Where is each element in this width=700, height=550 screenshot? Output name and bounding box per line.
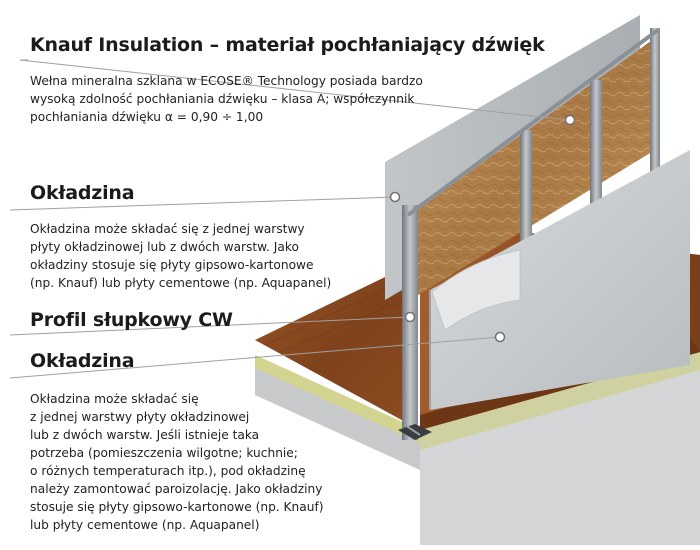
front-board <box>430 150 690 410</box>
cladding-line: lub z dwóch warstw. Jeśli istnieje taka <box>30 428 260 442</box>
wool-line: Wełna mineralna szklana w ECOSE® Technol… <box>30 74 423 88</box>
cladding-line: Okładzina może składać się z jednej wars… <box>30 222 305 236</box>
cw-stud-1 <box>402 205 418 440</box>
wool-heading: Knauf Insulation – materiał pochłaniając… <box>30 34 545 56</box>
cladding-line: należy zamontować paroizolację. Jako okł… <box>30 482 323 496</box>
wool-description: Wełna mineralna szklana w ECOSE® Technol… <box>30 72 423 126</box>
leader-endpoints <box>389 114 576 343</box>
cladding-line: (np. Knauf) lub płyty cementowe (np. Aqu… <box>30 276 332 290</box>
cladding-heading-1: Okładzina <box>30 182 135 204</box>
cladding-line: z jednej warstwy płyty okładzinowej <box>30 410 250 424</box>
floor-slab-front <box>420 360 700 545</box>
cw-stud-3 <box>590 80 602 230</box>
cladding-line: potrzeba (pomieszczenia wilgotne; kuchni… <box>30 446 298 460</box>
screed-layer <box>420 352 700 450</box>
top-track <box>406 28 660 217</box>
vapor-barrier <box>431 249 521 331</box>
cladding-description-2: Okładzina może składać się z jednej wars… <box>30 390 324 534</box>
cladding-heading-2: Okładzina <box>30 350 135 372</box>
cladding-line: lub płyty cementowe (np. Aquapanel) <box>30 518 260 532</box>
wool-line: wysoką zdolność pochłaniania dźwięku – k… <box>30 92 415 106</box>
cladding-line: stosuje się płyty gipsowo-kartonowe (np.… <box>30 500 324 514</box>
cladding-line: okładziny stosuje się płyty gipsowo-kart… <box>30 258 314 272</box>
cladding-line: Okładzina może składać się <box>30 392 199 406</box>
cladding-description-1: Okładzina może składać się z jednej wars… <box>30 220 331 292</box>
leader-lines <box>9 59 571 379</box>
cw-stud-4 <box>650 28 660 188</box>
wool-line: pochłaniania dźwięku α = 0,90 ÷ 1,00 <box>30 110 264 124</box>
stud-profile-heading: Profil słupkowy CW <box>30 309 233 331</box>
screed-layer-left <box>255 355 420 443</box>
cladding-line: o różnych temperaturach itp.), pod okład… <box>30 464 306 478</box>
wood-floor-left <box>255 265 420 430</box>
cladding-line: płyty okładzinowej lub z dwóch warstw. J… <box>30 240 299 254</box>
